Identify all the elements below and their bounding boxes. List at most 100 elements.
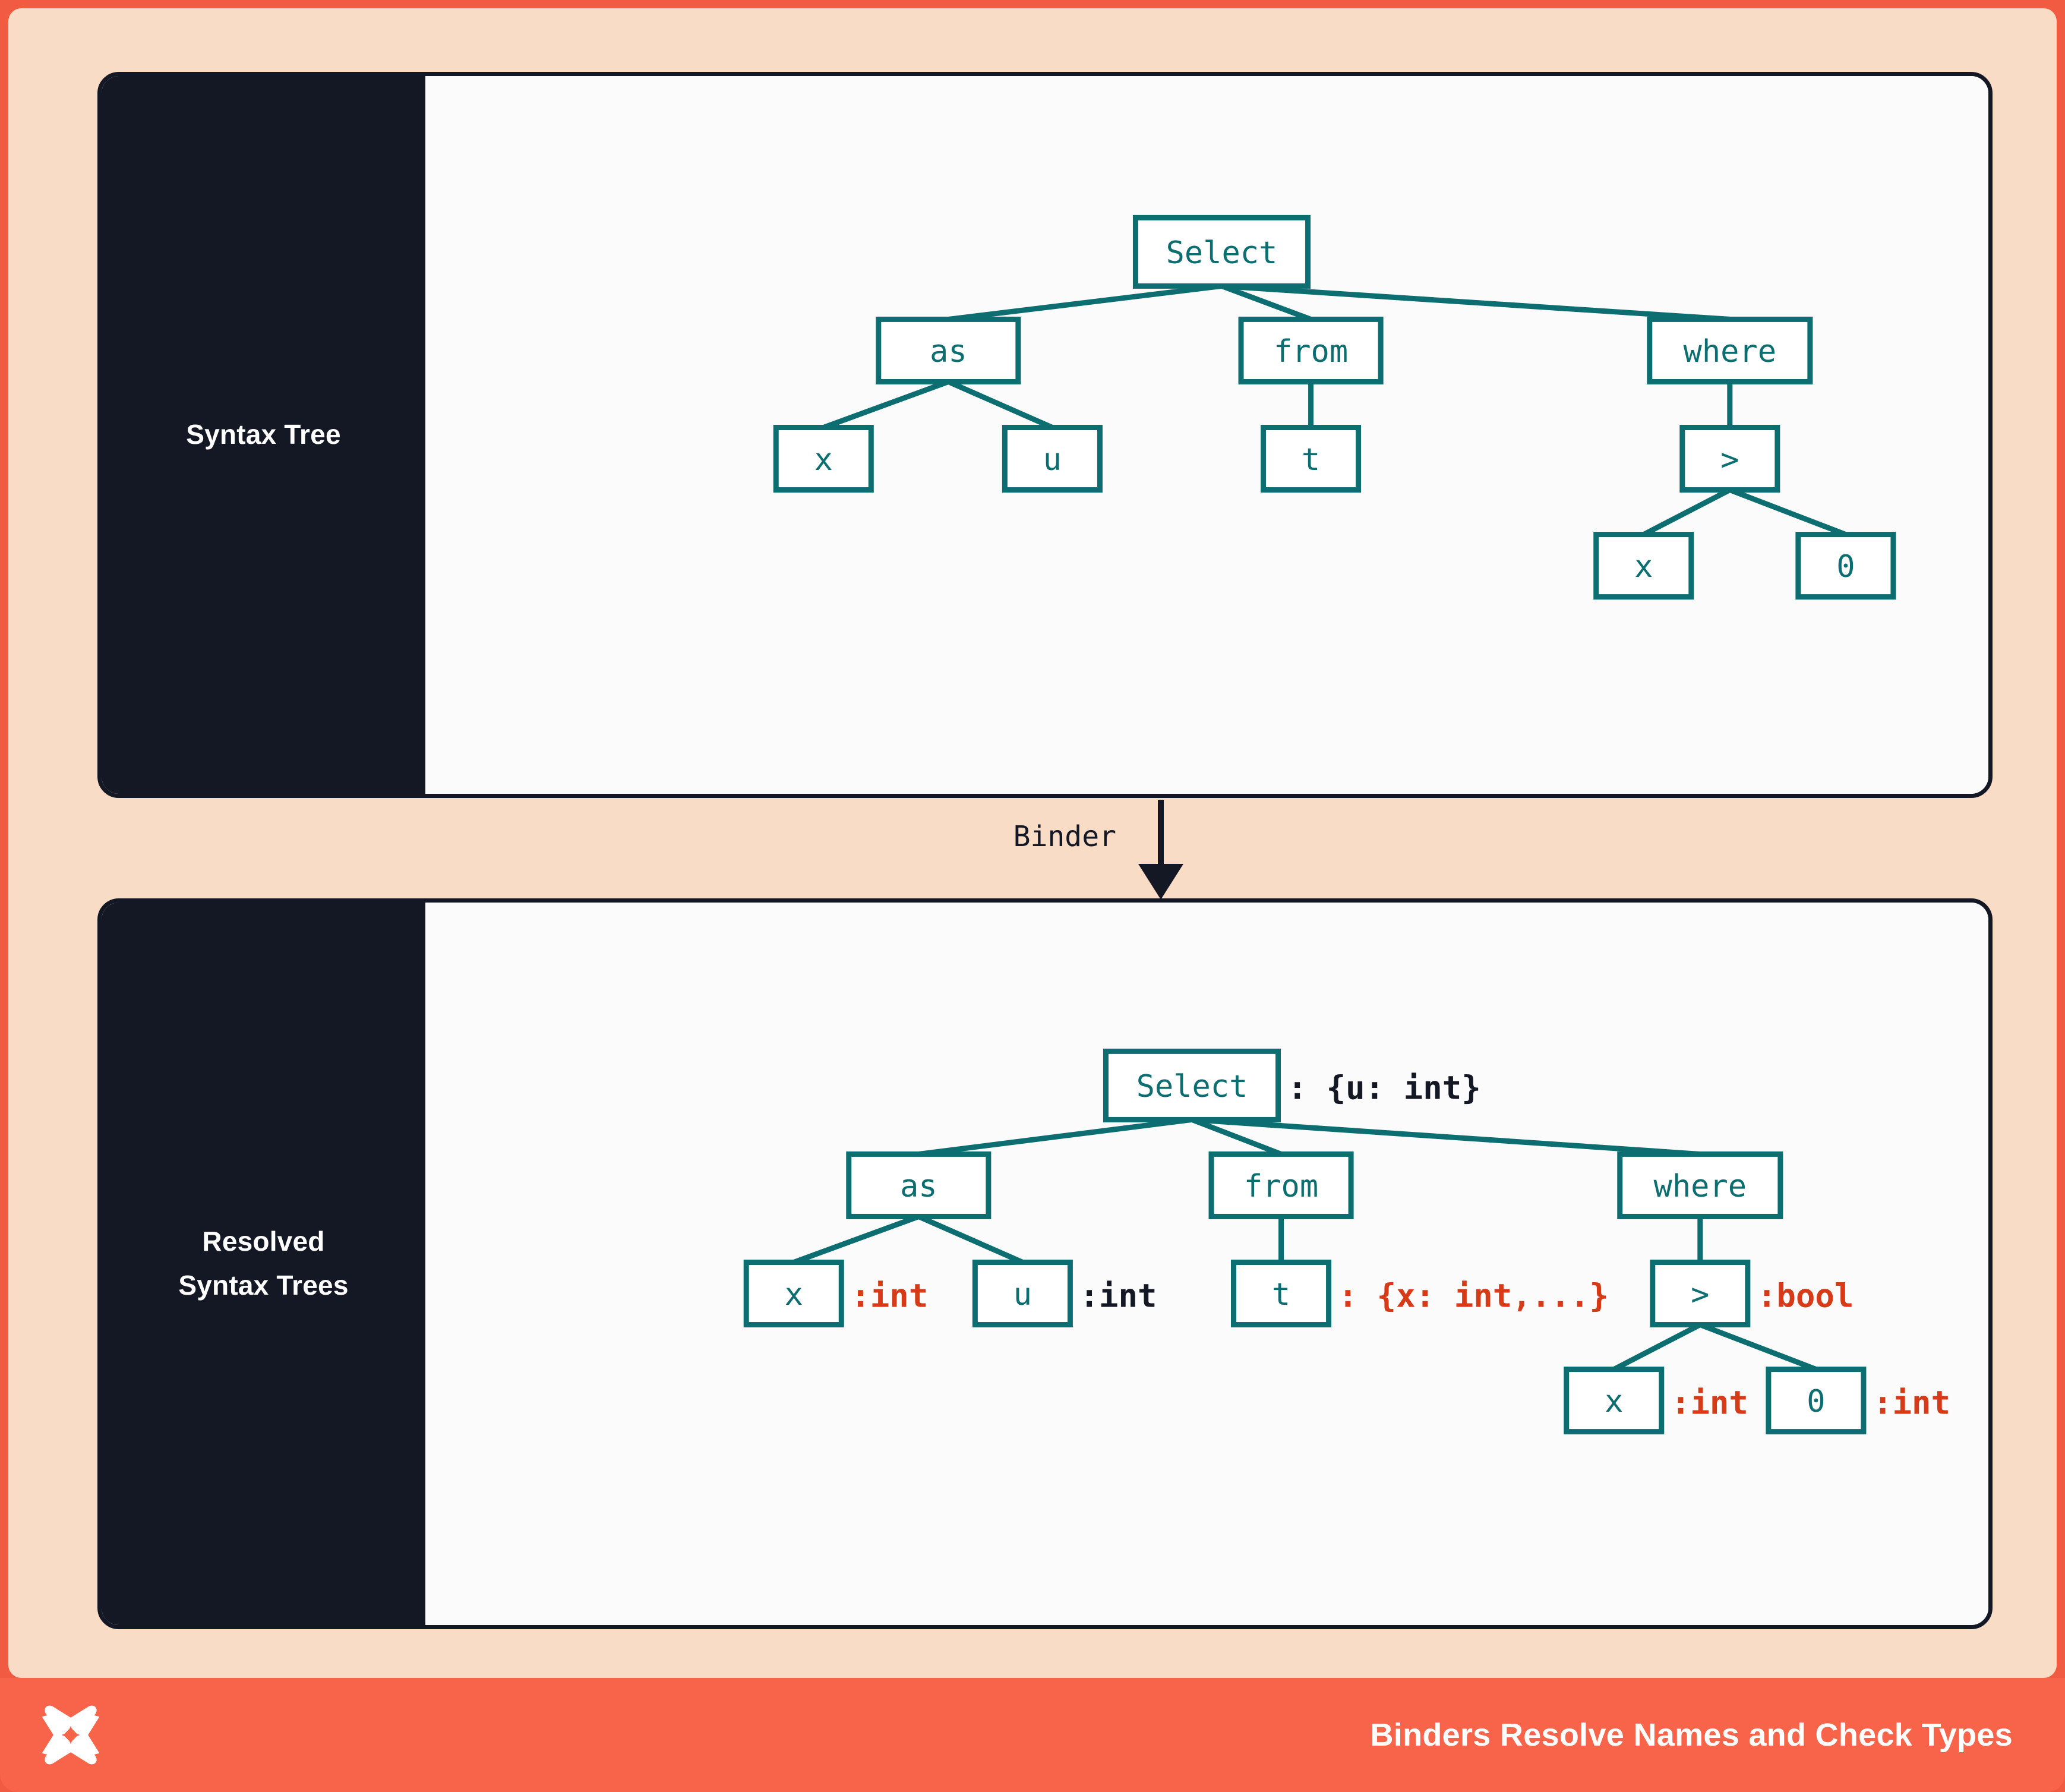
tree-edge xyxy=(1699,1322,1817,1372)
tree-node-from[interactable]: from xyxy=(1208,1151,1354,1219)
tree-edge xyxy=(1642,487,1731,537)
node-box xyxy=(1231,1259,1332,1328)
node-label: t xyxy=(1272,1277,1290,1313)
node-box xyxy=(972,1259,1073,1328)
tree-node-as-u[interactable]: u :int xyxy=(972,1259,1157,1328)
node-box xyxy=(1261,424,1362,493)
footer-bar: Binders Resolve Names and Check Types xyxy=(0,1678,2065,1792)
node-label: 0 xyxy=(1807,1384,1825,1419)
tree-node-as-x[interactable]: x :int xyxy=(743,1259,928,1328)
tree-node-where[interactable]: where xyxy=(1617,1151,1783,1219)
tree-edge xyxy=(1221,283,1731,322)
panel-sidebar-syntax-tree: Syntax Tree xyxy=(102,76,425,794)
node-label: x xyxy=(1605,1384,1623,1419)
tree-node-where[interactable]: where xyxy=(1647,316,1813,384)
node-label: x xyxy=(814,442,833,478)
node-label: x xyxy=(1634,549,1653,585)
tree-edge xyxy=(918,1116,1193,1157)
tree-edges xyxy=(792,1116,1817,1372)
node-type-annotation: :int xyxy=(851,1277,928,1315)
tree-diagram-resolved-syntax-trees: Select: {u: int} as from where x :int u :int t : … xyxy=(743,1048,1950,1435)
tree-node-as[interactable]: as xyxy=(876,316,1021,384)
tree-node-from-t[interactable]: t : {x: int,...} xyxy=(1231,1259,1609,1328)
node-label: u xyxy=(1013,1277,1032,1313)
tree-edge xyxy=(1612,1322,1701,1372)
sidebar-label-line: Syntax Trees xyxy=(178,1270,349,1301)
node-box xyxy=(1593,532,1694,600)
panel-syntax-tree: Syntax Tree Select as from where x u t > x 0 xyxy=(97,72,1993,798)
diagram-canvas: Syntax Tree Select as from where x u t > x 0 Bind… xyxy=(8,8,2057,1678)
node-box xyxy=(1103,1048,1281,1122)
node-box xyxy=(1132,214,1311,289)
node-box xyxy=(1208,1151,1354,1219)
node-label: > xyxy=(1720,442,1739,478)
tree-edge xyxy=(1191,1117,1283,1157)
footer-caption: Binders Resolve Names and Check Types xyxy=(1370,1717,2013,1753)
tree-edge xyxy=(948,283,1223,322)
panel-body-syntax-tree: Select as from where x u t > x 0 xyxy=(425,76,1988,794)
node-box xyxy=(1647,316,1813,384)
arrow-down-icon xyxy=(1138,864,1183,900)
tree-node-as-u[interactable]: u xyxy=(1002,424,1103,493)
tree-edge xyxy=(917,1214,1024,1265)
node-label: where xyxy=(1684,334,1777,370)
tree-edge xyxy=(1729,487,1847,537)
node-label: as xyxy=(930,334,967,370)
node-box xyxy=(1238,316,1384,384)
sidebar-label-line: Resolved xyxy=(202,1226,325,1257)
node-box xyxy=(743,1259,844,1328)
tree-node-from[interactable]: from xyxy=(1238,316,1384,384)
node-box xyxy=(1679,424,1780,493)
tree-edge xyxy=(947,379,1054,430)
node-label: as xyxy=(900,1169,937,1204)
tree-edge xyxy=(792,1214,920,1265)
node-box xyxy=(1564,1367,1665,1435)
tree-node-from-t[interactable]: t xyxy=(1261,424,1362,493)
tree-node-gt-x[interactable]: x :int xyxy=(1564,1367,1748,1435)
node-box xyxy=(1617,1151,1783,1219)
node-label: t xyxy=(1302,442,1320,478)
node-label: Select xyxy=(1166,235,1278,271)
binder-label: Binder xyxy=(1013,820,1116,853)
node-label: Select xyxy=(1136,1069,1248,1105)
sidebar-label-line: Syntax Tree xyxy=(186,419,341,450)
node-box xyxy=(1002,424,1103,493)
node-label: 0 xyxy=(1836,549,1855,585)
tree-node-gt[interactable]: > xyxy=(1679,424,1780,493)
tree-edges xyxy=(822,283,1847,537)
tree-node-gt-x[interactable]: x xyxy=(1593,532,1694,600)
x-star-logo-icon xyxy=(42,1705,100,1765)
node-box xyxy=(773,424,874,493)
tree-edge xyxy=(1220,283,1312,322)
tree-node-select[interactable]: Select xyxy=(1132,214,1311,289)
node-type-annotation: :int xyxy=(1671,1384,1748,1422)
panel-sidebar-label-syntax-tree: Syntax Tree xyxy=(186,413,340,457)
tree-edge xyxy=(822,379,949,430)
node-type-annotation: :int xyxy=(1079,1277,1157,1315)
node-type-annotation: :int xyxy=(1873,1384,1950,1422)
tree-diagram-syntax-tree: Select as from where x u t > x 0 xyxy=(773,214,1896,600)
node-label: where xyxy=(1654,1169,1747,1204)
node-type-annotation: : {x: int,...} xyxy=(1338,1277,1609,1315)
node-label: x xyxy=(785,1277,803,1313)
node-box xyxy=(1650,1259,1751,1328)
tree-node-select[interactable]: Select: {u: int} xyxy=(1103,1048,1481,1122)
node-box xyxy=(846,1151,992,1219)
tree-node-gt-0[interactable]: 0 :int xyxy=(1766,1367,1950,1435)
binder-transition: Binder xyxy=(971,800,1351,901)
tree-node-gt-0[interactable]: 0 xyxy=(1795,532,1896,600)
node-label: u xyxy=(1043,442,1062,478)
tree-node-as-x[interactable]: x xyxy=(773,424,874,493)
tree-edge xyxy=(1192,1116,1701,1157)
tree-node-gt[interactable]: >:bool xyxy=(1650,1259,1854,1328)
node-label: from xyxy=(1274,334,1348,370)
node-label: from xyxy=(1244,1169,1318,1204)
node-type-annotation: :bool xyxy=(1757,1277,1854,1315)
panel-body-resolved-syntax-trees: Select: {u: int} as from where x :int u :int t : … xyxy=(425,903,1988,1625)
node-box xyxy=(1766,1367,1867,1435)
tree-node-as[interactable]: as xyxy=(846,1151,992,1219)
